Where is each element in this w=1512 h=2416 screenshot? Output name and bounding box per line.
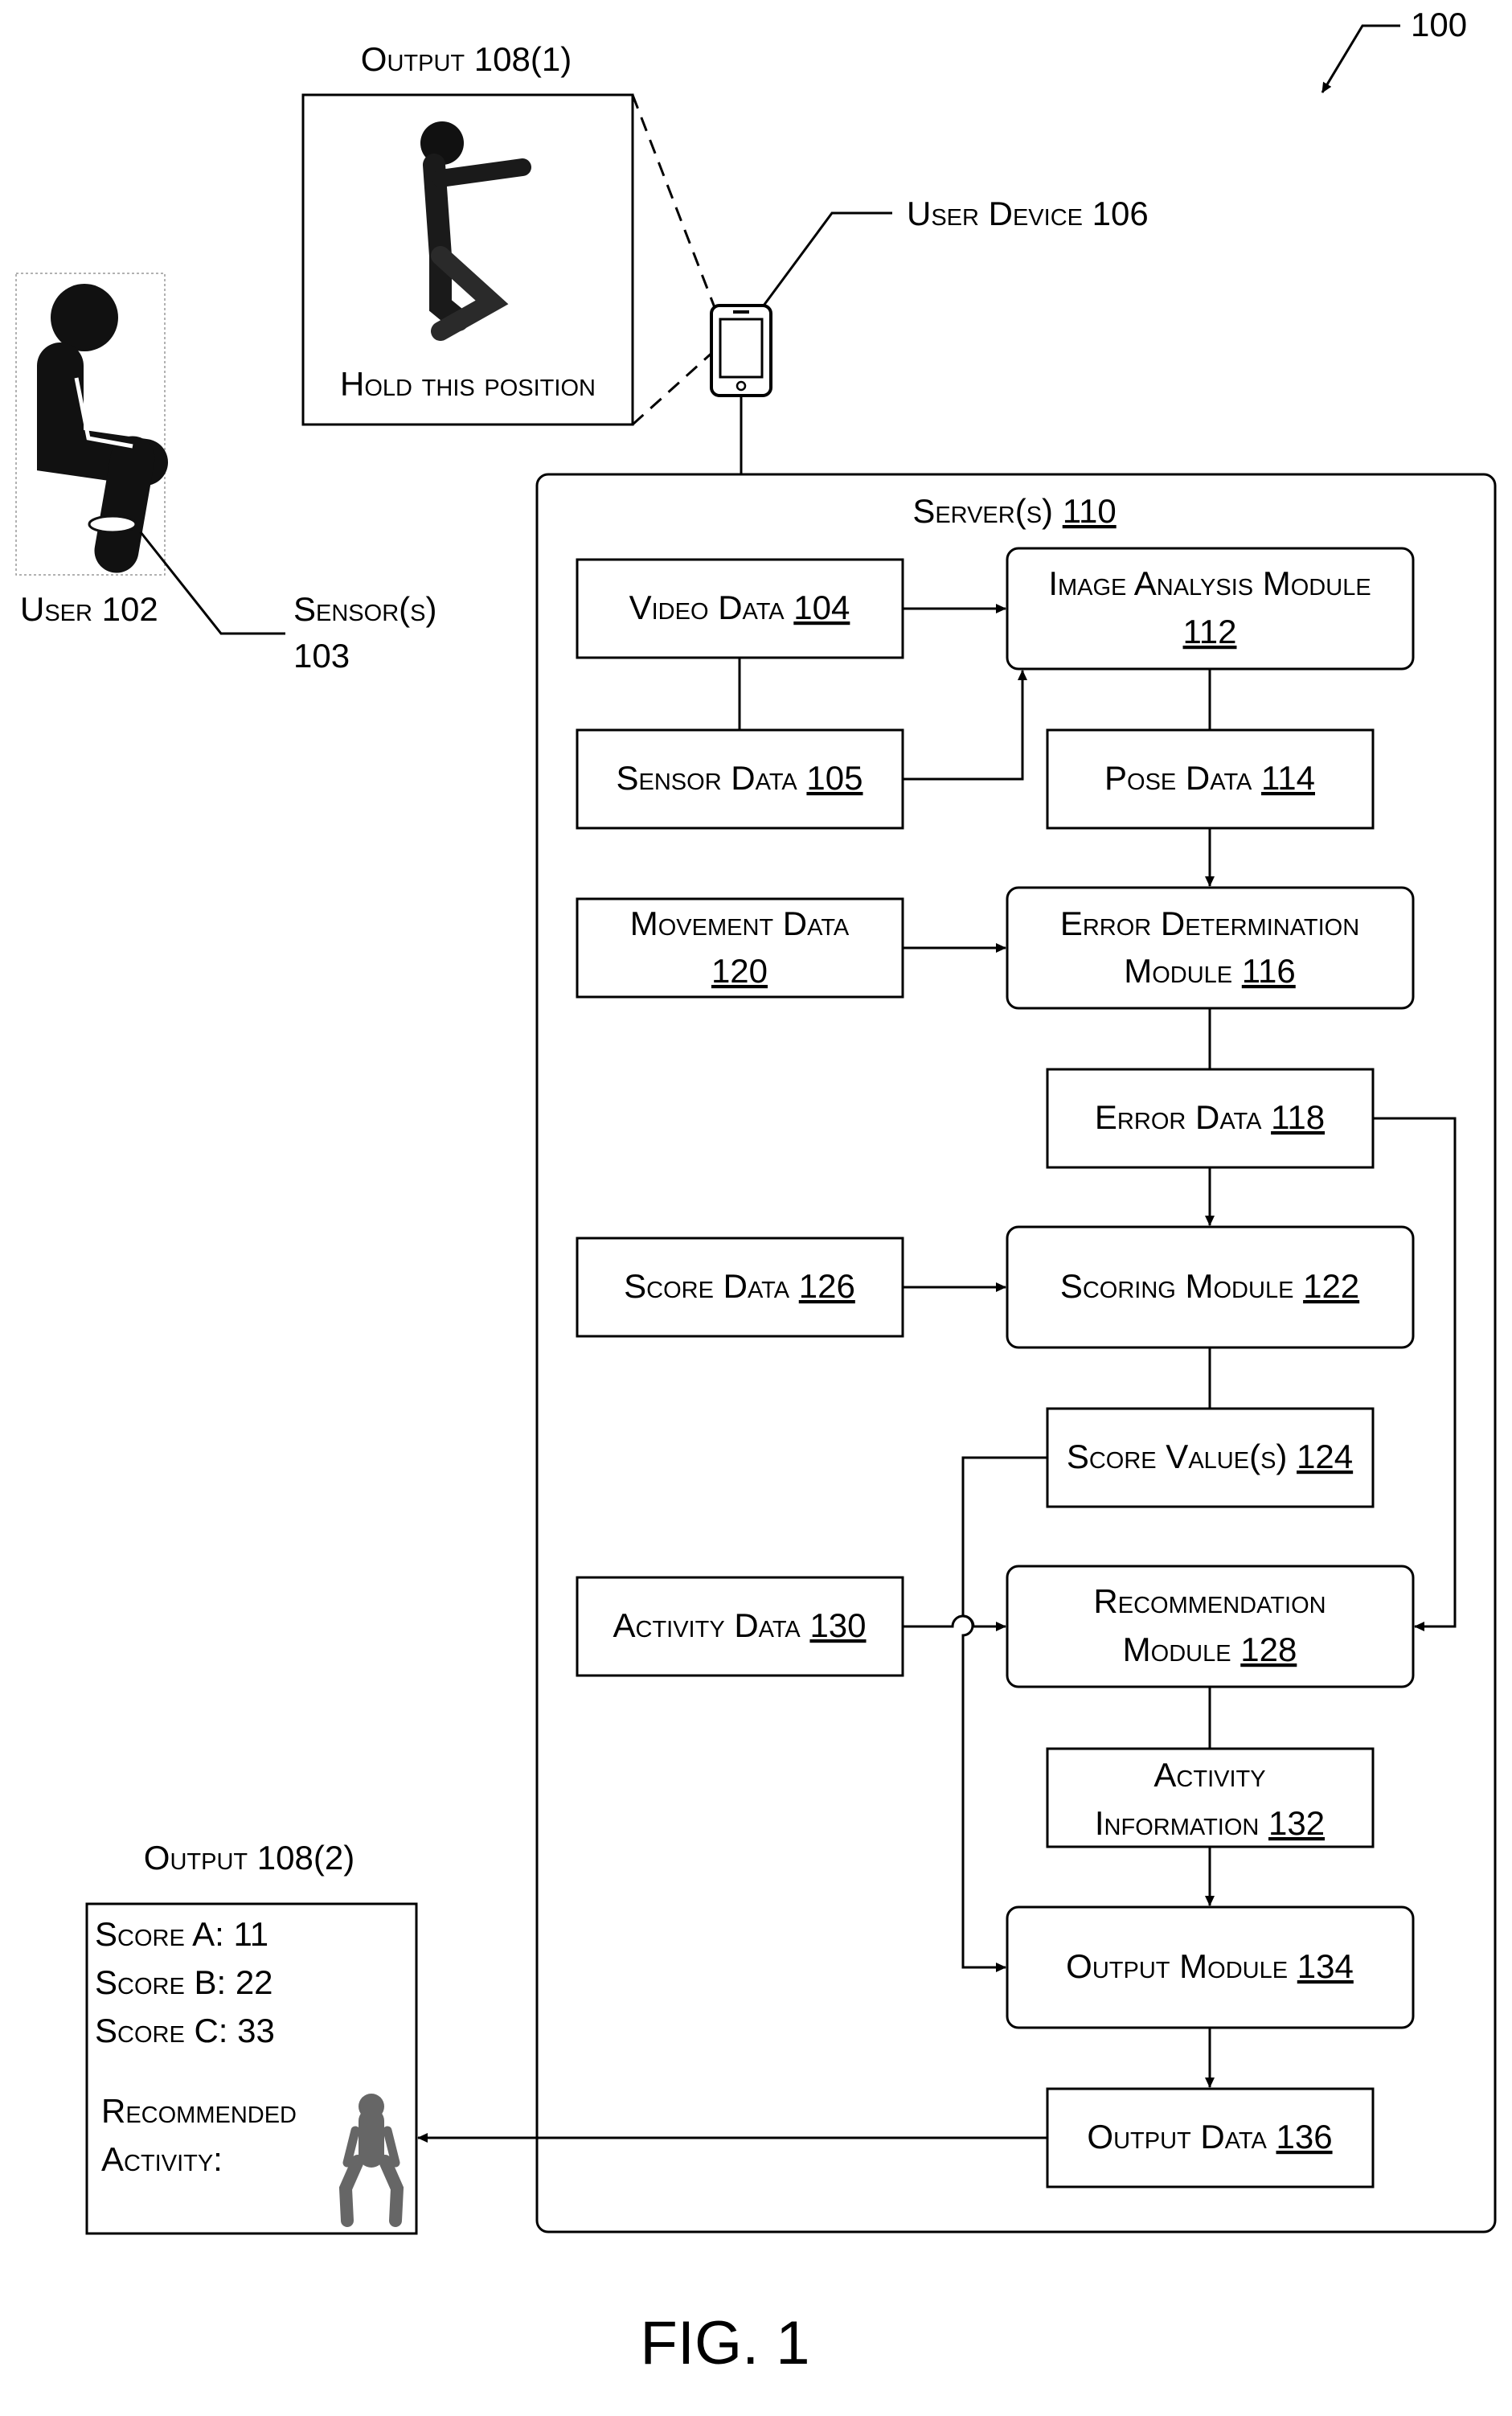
phone-icon	[711, 306, 771, 396]
activity-information-label: Activity	[1153, 1756, 1265, 1794]
output-1-title: Output 108(1)	[361, 40, 572, 78]
movement-data-number: 120	[711, 952, 768, 990]
reference-arrow	[1322, 26, 1400, 92]
sensor-band	[89, 516, 136, 532]
video-data-label: Video Data 104	[629, 589, 850, 626]
error-determination-module-label: Error Determination	[1060, 904, 1359, 942]
error-data-label: Error Data 118	[1095, 1098, 1325, 1136]
dashed-line-top	[633, 95, 715, 310]
output-1-caption: Hold this position	[340, 365, 596, 403]
recommendation-module-label-2: Module 128	[1123, 1630, 1297, 1668]
score-a-text: Score A: 11	[95, 1915, 268, 1953]
sensor-data-label: Sensor Data 105	[617, 759, 863, 797]
score-c-text: Score C: 33	[95, 2012, 275, 2049]
server-label: Server(s) 110	[912, 492, 1116, 530]
activity-information-label-2: Information 132	[1095, 1804, 1325, 1842]
scoring-module-label: Scoring Module 122	[1060, 1267, 1359, 1305]
reference-number: 100	[1411, 6, 1467, 43]
error-determination-module-label-2: Module 116	[1124, 952, 1296, 990]
score-values-label: Score Value(s) 124	[1067, 1438, 1353, 1475]
image-analysis-module-label: Image Analysis Module	[1048, 564, 1371, 602]
activity-data-label: Activity Data 130	[613, 1606, 866, 1644]
activity-label: Activity:	[101, 2140, 223, 2178]
user-label: User 102	[20, 590, 158, 628]
sensor-number: 103	[293, 637, 350, 675]
pose-data-label: Pose Data 114	[1104, 759, 1315, 797]
score-data-label: Score Data 126	[624, 1267, 855, 1305]
output-data-label: Output Data 136	[1087, 2118, 1332, 2156]
output-2-box	[87, 1904, 416, 2233]
movement-data-label: Movement Data	[630, 904, 850, 942]
user-device-leader-line	[764, 213, 892, 306]
sensor-label: Sensor(s)	[293, 590, 436, 628]
dashed-line-bottom	[633, 350, 715, 425]
recommended-label: Recommended	[101, 2092, 297, 2130]
output-module-label: Output Module 134	[1066, 1947, 1354, 1985]
image-analysis-module-number: 112	[1183, 613, 1237, 650]
user-device-label: User Device 106	[907, 195, 1149, 232]
figure-label: FIG. 1	[640, 2309, 809, 2377]
score-b-text: Score B: 22	[95, 1963, 273, 2001]
output-2-title: Output 108(2)	[144, 1839, 354, 1877]
recommendation-module-label: Recommendation	[1093, 1582, 1326, 1620]
